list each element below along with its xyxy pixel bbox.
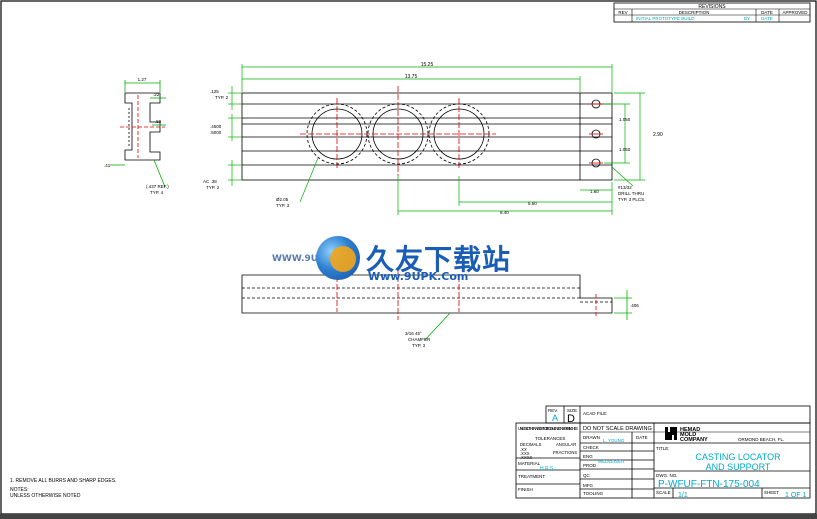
watermark-url-left: WWW.9UPK.COM — [272, 254, 358, 264]
tol-xx: .XX — [520, 447, 527, 452]
chamfer-note-1: 3/16 45° — [405, 331, 422, 336]
rev-value: A — [552, 413, 558, 423]
left-dim-1b: TYP. 2 — [215, 95, 229, 100]
tol-xxx: .XXX — [520, 451, 530, 456]
revision-date: DATE — [761, 16, 773, 21]
side-view — [110, 80, 166, 188]
side-note-1: (.437 REF.) — [146, 184, 169, 189]
date-label: DATE — [636, 435, 648, 440]
decimals-label: DECIMALS — [520, 442, 542, 447]
notes-label: NOTES: — [10, 487, 29, 493]
drawing-title-1: CASTING LOCATOR — [695, 452, 781, 462]
company-name-3: COMPANY — [680, 437, 708, 443]
drawn-label: DRAWN — [583, 435, 600, 440]
material-value: H.R.S. — [540, 466, 555, 472]
bottom-height-dim: .406 — [630, 303, 639, 308]
mfg-label: MFG — [583, 483, 593, 488]
company-name-1: HEMAD — [680, 427, 700, 433]
tooling-label: TOOLING — [583, 491, 604, 496]
side-dim-1: .22 — [153, 92, 160, 97]
material-label: MATERIAL — [518, 461, 541, 466]
left-dim-1: .125 — [210, 89, 219, 94]
bottom-view — [241, 268, 632, 341]
do-not-scale: DO NOT SCALE DRAWING — [583, 426, 652, 432]
eng-value: WEDLEISER — [598, 459, 625, 464]
sheet-label: SHEET — [764, 490, 779, 495]
notes-sub: UNLESS OTHERWISE NOTED — [10, 493, 81, 499]
rev-header: REV — [618, 10, 627, 15]
drawn-value: L. YOUNG — [603, 438, 625, 443]
company-location: ORMOND BEACH, FL. — [738, 437, 784, 442]
side-dim-3: .41 — [104, 163, 111, 168]
eng-label: ENG — [583, 454, 593, 459]
watermark-title: 久友下载站 — [366, 243, 512, 276]
side-note-2: TYP. 4 — [150, 190, 164, 195]
title-block — [515, 405, 811, 499]
tolerances-label: TOLERANCES — [535, 436, 565, 441]
company-logo — [665, 427, 677, 440]
hole-spacing-1: 1.050 — [619, 117, 631, 122]
inner-length-dim: 13.75 — [405, 74, 418, 80]
check-label: CHECK — [583, 445, 599, 450]
company-name-2: MOLD — [680, 432, 696, 438]
drill-note-3: TYP. 3 PLCS. — [618, 197, 645, 202]
chamfer-note-3: TYP. 3 — [412, 343, 426, 348]
approved-header: APPROVED — [782, 10, 808, 15]
bore-note-1: Ø2.05 — [276, 197, 289, 202]
qc-label: QC — [583, 473, 591, 478]
revision-by: BY — [744, 16, 750, 21]
side-dim-2: .59 — [155, 119, 162, 124]
drill-note-2: DRILL THRU — [618, 191, 644, 196]
angular-label: ANGULAR — [556, 442, 576, 447]
dwg-no-value: P-WFUF-FTN-175-004 — [658, 479, 760, 490]
overall-height-dim: 2.90 — [653, 132, 663, 138]
acad-file-label: ACAD FILE: — [583, 411, 608, 416]
edge-dim-1: 1.60 — [590, 189, 599, 194]
edge-dim-2: 5.50 — [528, 201, 537, 206]
watermark-url: Www.9UPK.Com — [368, 270, 469, 283]
revision-description: INITIAL PROTOTYPE BUILD — [636, 16, 695, 21]
watermark-logo — [316, 236, 360, 280]
scale-value: 1/1 — [678, 492, 688, 499]
left-dim-3b: TYP. 2 — [206, 185, 220, 190]
side-width-dim: 1.27 — [138, 77, 147, 82]
tolerance-head: UNLESS OTHERWISE SPECIFIED DIMENSIONS AR… — [518, 426, 578, 431]
sheet-value: 1 OF 1 — [785, 492, 807, 499]
edge-dim-3: 8.40 — [500, 210, 509, 215]
size-label: SIZE — [567, 408, 577, 413]
drawing-title-2: AND SUPPORT — [706, 462, 771, 472]
note-1: 1. REMOVE ALL BURRS AND SHARP EDGES. — [10, 478, 116, 484]
date-header: DATE — [761, 10, 773, 15]
left-dim-3: AC .38 — [203, 179, 217, 184]
left-dim-2b: .5000 — [210, 130, 222, 135]
tol-xxxx: .XXXX — [520, 455, 533, 460]
hole-spacing-2: 1.050 — [619, 147, 631, 152]
title-label: TITLE: — [656, 446, 670, 451]
size-value: D — [567, 413, 575, 425]
left-dim-2: .4500 — [210, 124, 222, 129]
top-view — [241, 86, 613, 181]
revisions-table: REVISIONS REV DESCRIPTION DATE APPROVED … — [613, 2, 811, 23]
top-view-dimensions — [228, 64, 645, 215]
bore-note-2: TYP. 3 — [276, 203, 290, 208]
prod-label: PROD — [583, 463, 597, 468]
drill-note-1: #13/32 — [618, 185, 632, 190]
description-header: DESCRIPTION — [679, 10, 710, 15]
chamfer-note-2: CHAMFER — [408, 337, 431, 342]
scale-label: SCALE — [656, 490, 671, 495]
finish-label: FINISH — [518, 487, 533, 492]
fractions-label: FRACTIONS — [553, 450, 577, 455]
treatment-label: TREATMENT — [518, 474, 545, 479]
revisions-title: REVISIONS — [698, 4, 726, 10]
watermark: WWW.9UPK.COM 久友下载站 Www.9UPK.Com — [272, 236, 532, 288]
dwg-no-label: DWG. NO. — [656, 473, 678, 478]
sheet-bottom-edge — [0, 514, 817, 519]
rev-label: REV. — [548, 408, 558, 413]
overall-length-dim: 15.25 — [421, 62, 434, 68]
